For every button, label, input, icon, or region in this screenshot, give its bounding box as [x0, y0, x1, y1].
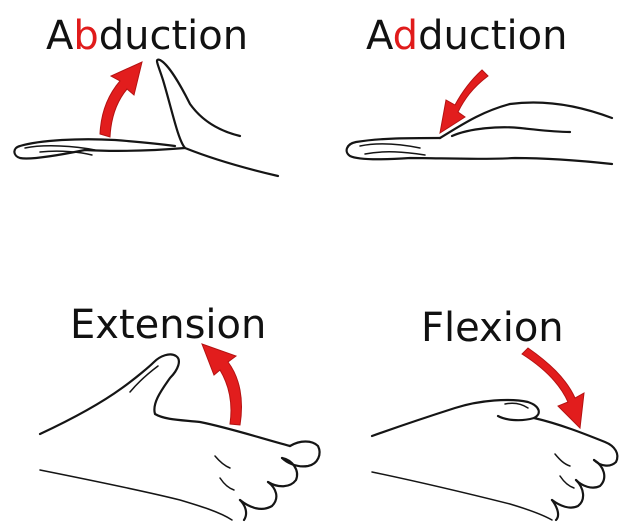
- abduction-hand-drawing: [14, 60, 278, 176]
- flexion-arrow-icon: [522, 348, 584, 428]
- extension-hand-drawing: [40, 354, 320, 520]
- abduction-arrow-icon: [100, 62, 142, 137]
- adduction-hand-drawing: [347, 103, 612, 164]
- extension-arrow-icon: [202, 344, 242, 425]
